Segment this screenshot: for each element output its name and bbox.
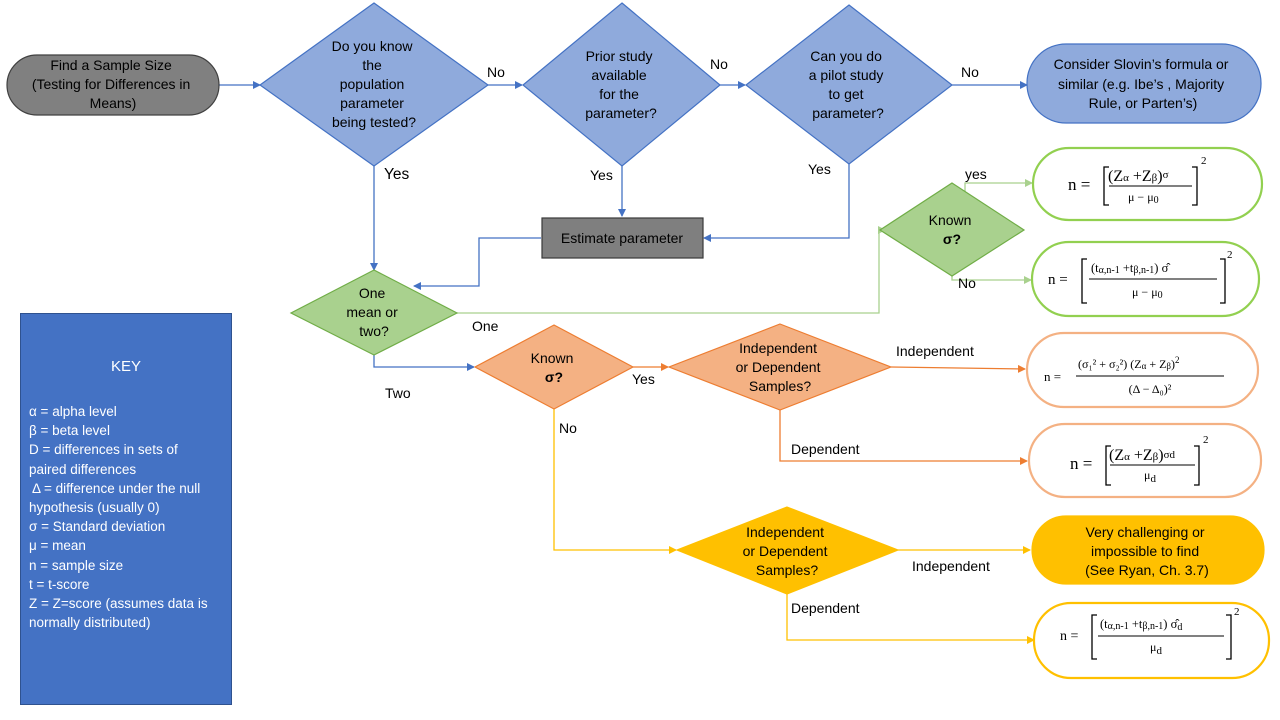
edge-labels: No No No Yes Yes Yes yes No One Two Yes …	[384, 56, 990, 616]
terminal-slovin: Consider Slovin’s formula or similar (e.…	[1026, 43, 1262, 124]
key-lines: α = alpha level β = beta level D = diffe…	[29, 402, 225, 632]
key-line: Δ = difference under the null	[32, 480, 201, 496]
edge-label-yes: Yes	[632, 371, 655, 387]
key-line: paired differences	[29, 461, 137, 477]
edge-label-yes: Yes	[808, 161, 831, 177]
svg-text:(tα,n-1 +tβ,n-1) σ̂: (tα,n-1 +tβ,n-1) σ̂	[1091, 261, 1170, 276]
key-line: hypothesis (usually 0)	[29, 500, 160, 516]
svg-text:One mean or two?: One mean or two?	[346, 285, 401, 339]
edge-label-no: No	[958, 275, 976, 291]
key-legend: KEY α = alpha level β = beta level D = d…	[20, 313, 232, 705]
svg-text:Do you know the po: Do you know the population parameter bei…	[332, 38, 417, 130]
start-node: Find a Sample Size (Testing for Differen…	[6, 54, 220, 116]
key-line: σ = Standard deviation	[29, 519, 166, 535]
svg-text:(Δ − Δ₀)²: (Δ − Δ₀)²	[1129, 382, 1172, 396]
edge-indep2-dependent	[786, 594, 1035, 644]
edge-label-dependent: Dependent	[791, 600, 860, 616]
svg-text:Find a Sample Size (Tes: Find a Sample Size (Testing for Differen…	[32, 57, 194, 111]
svg-text:(σ₁² + σ₂²) (Zα + Zβ)2: (σ₁² + σ₂²) (Zα + Zβ)2	[1078, 355, 1180, 371]
key-line: normally distributed)	[29, 615, 151, 631]
formula-two-means-unknown-dependent: n = (tα,n-1 +tβ,n-1) σ̂d μd 2	[1032, 601, 1271, 680]
decision-independent-dependent-unknown: Independent or Dependent Samples?	[675, 506, 900, 595]
edge-indep1-dependent	[779, 410, 1028, 465]
key-line: n = sample size	[29, 557, 124, 573]
edge-label-one: One	[472, 318, 499, 334]
edge-label-yes: yes	[965, 166, 987, 182]
edge-sigma2-no	[553, 409, 677, 554]
svg-text:(Zα +Zβ)σd: (Zα +Zβ)σd	[1109, 447, 1176, 464]
svg-text:μd: μd	[1150, 640, 1162, 657]
svg-text:n =: n =	[1068, 175, 1090, 194]
key-line: μ = mean	[29, 538, 86, 554]
decision-known-sigma-one-mean: Known σ?	[878, 182, 1026, 277]
formula-one-mean-unknown-sigma: n = (tα,n-1 +tβ,n-1) σ̂ μ − μ0 2	[1030, 240, 1261, 318]
key-line: D = differences in sets of	[29, 442, 178, 458]
svg-text:2: 2	[1201, 155, 1207, 167]
edge-label-no: No	[961, 64, 979, 80]
svg-text:Very challenging or impo: Very challenging or impossible to find (…	[1085, 524, 1209, 578]
svg-text:μ − μ0: μ − μ0	[1132, 285, 1163, 301]
edge-label-yes: Yes	[590, 167, 613, 183]
edge-label-dependent: Dependent	[791, 441, 860, 457]
key-line: α = alpha level	[29, 404, 117, 419]
svg-text:2: 2	[1227, 249, 1233, 261]
decision-one-or-two: One mean or two?	[289, 269, 459, 356]
edge-label-no: No	[487, 64, 505, 80]
start-line: Means)	[90, 95, 137, 111]
svg-text:2: 2	[1234, 606, 1240, 618]
edge-label-no: No	[559, 420, 577, 436]
connectors	[219, 81, 1035, 644]
process-estimate-parameter: Estimate parameter	[541, 217, 704, 259]
svg-text:n =: n =	[1070, 454, 1092, 473]
edge-indep1-independent	[890, 364, 1026, 373]
svg-text:Known σ?: Known σ?	[929, 212, 976, 247]
formula-one-mean-known-sigma: n = (Zα +Zβ)σ μ − μ0 2	[1031, 146, 1264, 222]
svg-text:μd: μd	[1144, 468, 1156, 485]
edge-label-yes: Yes	[384, 166, 410, 183]
edge-estimate-to-onetwo	[413, 237, 541, 290]
edge-label-independent: Independent	[912, 558, 990, 574]
key-line: β = beta level	[29, 423, 110, 439]
decision-prior-study: Prior study available for the parameter?	[522, 2, 721, 167]
svg-text:Independent or Dependent: Independent or Dependent Samples?	[743, 524, 832, 578]
edge-label-no: No	[710, 56, 728, 72]
decision-know-parameter: Do you know the population parameter bei…	[258, 2, 490, 167]
edge-pilot-yes-to-estimate	[703, 164, 850, 242]
svg-text:Known σ?: Known σ?	[531, 350, 578, 385]
svg-text:(tα,n-1 +tβ,n-1) σ̂d: (tα,n-1 +tβ,n-1) σ̂d	[1100, 617, 1182, 633]
svg-text:Prior study available: Prior study available for the parameter?	[585, 48, 657, 121]
start-line: (Testing for Differences in	[32, 76, 190, 92]
svg-text:n =: n =	[1044, 369, 1061, 384]
terminal-very-challenging: Very challenging or impossible to find (…	[1031, 515, 1265, 585]
key-title: KEY	[110, 358, 141, 375]
start-line: Find a Sample Size	[50, 57, 172, 73]
svg-text:(Zα +Zβ)σ: (Zα +Zβ)σ	[1108, 168, 1169, 185]
formula-two-means-known-independent: n = (σ₁² + σ₂²) (Zα + Zβ)2 (Δ − Δ₀)²	[1025, 331, 1260, 409]
formula-two-means-known-dependent: n = (Zα +Zβ)σd μd 2	[1027, 422, 1263, 499]
decision-pilot-study: Can you do a pilot study to get paramete…	[745, 4, 953, 165]
svg-text:Can you do a pilot study: Can you do a pilot study to get paramete…	[809, 48, 888, 121]
svg-text:n =: n =	[1060, 629, 1079, 644]
svg-text:Consider Slovin’s formula or: Consider Slovin’s formula or similar (e.…	[1054, 56, 1233, 111]
key-line: t = t-score	[29, 576, 90, 592]
svg-text:Estimate parameter: Estimate parameter	[561, 230, 683, 246]
key-line: Z = Z=score (assumes data is	[29, 596, 208, 612]
edge-label-two: Two	[385, 385, 411, 401]
svg-text:μ − μ0: μ − μ0	[1128, 190, 1159, 206]
edge-label-independent: Independent	[896, 343, 974, 359]
svg-text:2: 2	[1203, 434, 1209, 446]
decision-independent-dependent-known: Independent or Dependent Samples?	[667, 323, 893, 411]
svg-text:Independent or Dependent: Independent or Dependent Samples?	[736, 340, 825, 394]
decision-known-sigma-two-means: Known σ?	[473, 324, 635, 410]
svg-text:n =: n =	[1048, 272, 1068, 288]
edge-onetwo-two	[373, 355, 475, 371]
